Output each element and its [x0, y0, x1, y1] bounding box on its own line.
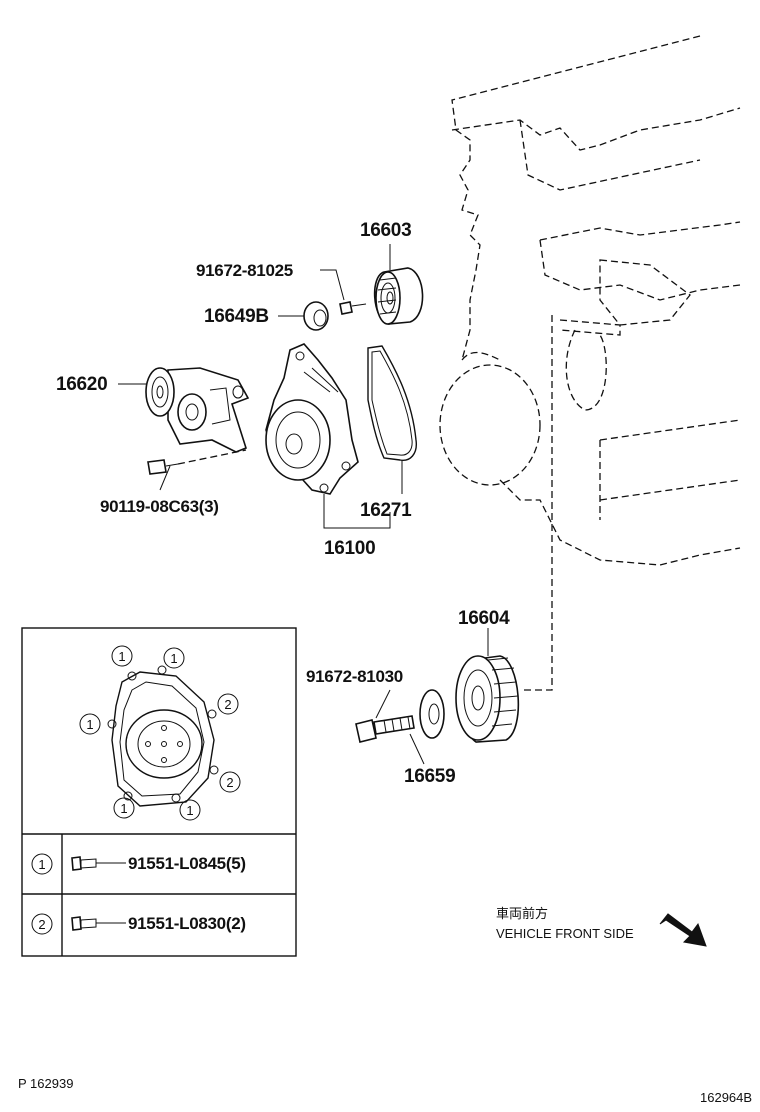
bolt-91672-81025 — [339, 301, 367, 315]
svg-text:1: 1 — [118, 649, 125, 664]
svg-text:1: 1 — [86, 717, 93, 732]
svg-text:2: 2 — [224, 697, 231, 712]
label-16620: 16620 — [56, 374, 107, 395]
svg-text:1: 1 — [186, 803, 193, 818]
label-91672-81030: 91672-81030 — [306, 667, 403, 686]
inset-part-91551-l0830: 91551-L0830(2) — [128, 914, 246, 933]
gasket-16271 — [367, 345, 417, 461]
svg-text:2: 2 — [226, 775, 233, 790]
label-16271: 16271 — [360, 500, 412, 521]
washer-16659 — [419, 689, 445, 739]
direction-label-en: VEHICLE FRONT SIDE — [496, 926, 634, 941]
bolt-position-inset: 1 1 2 1 2 1 1 1 — [21, 627, 297, 957]
inset-callout-1b: 1 — [163, 647, 185, 669]
inset-row-1: 1 91551-L0845(5) — [31, 853, 246, 875]
label-16603: 16603 — [360, 220, 411, 241]
inset-part-91551-l0845: 91551-L0845(5) — [128, 854, 246, 873]
svg-text:1: 1 — [170, 651, 177, 666]
label-90119-08c63: 90119-08C63(3) — [100, 497, 219, 516]
footer-left-code: P 162939 — [18, 1076, 73, 1091]
label-16659: 16659 — [404, 766, 455, 787]
belt-tensioner-16620 — [145, 367, 250, 475]
inset-callout-2a: 2 — [217, 693, 239, 715]
crank-pulley-16604 — [455, 655, 520, 743]
pulley-cover-16649b — [303, 301, 329, 331]
svg-text:2: 2 — [38, 917, 45, 932]
label-16604: 16604 — [458, 608, 510, 629]
inset-callout-1e: 1 — [179, 799, 201, 821]
pump-flange-outline — [111, 671, 215, 807]
label-91672-81025: 91672-81025 — [196, 261, 293, 280]
inset-callout-2b: 2 — [219, 771, 241, 793]
svg-text:1: 1 — [120, 801, 127, 816]
bolt-91672-81030 — [355, 715, 415, 743]
label-16100: 16100 — [324, 538, 375, 559]
svg-text:1: 1 — [38, 857, 45, 872]
label-16649b: 16649B — [204, 306, 269, 327]
direction-label-jp: 車両前方 — [496, 906, 548, 921]
inset-row-2: 2 91551-L0830(2) — [31, 913, 246, 935]
inset-callout-1d: 1 — [113, 797, 135, 819]
water-pump-16100 — [265, 343, 359, 495]
idler-pulley-16603 — [373, 267, 424, 325]
engine-block-outline — [439, 35, 741, 691]
inset-frame — [21, 627, 297, 957]
inset-callout-1a: 1 — [111, 645, 133, 667]
inset-callout-1c: 1 — [79, 713, 101, 735]
front-direction-arrow-icon — [659, 913, 707, 947]
footer-right-code: 162964B — [700, 1090, 752, 1105]
leader-lines — [118, 244, 489, 765]
